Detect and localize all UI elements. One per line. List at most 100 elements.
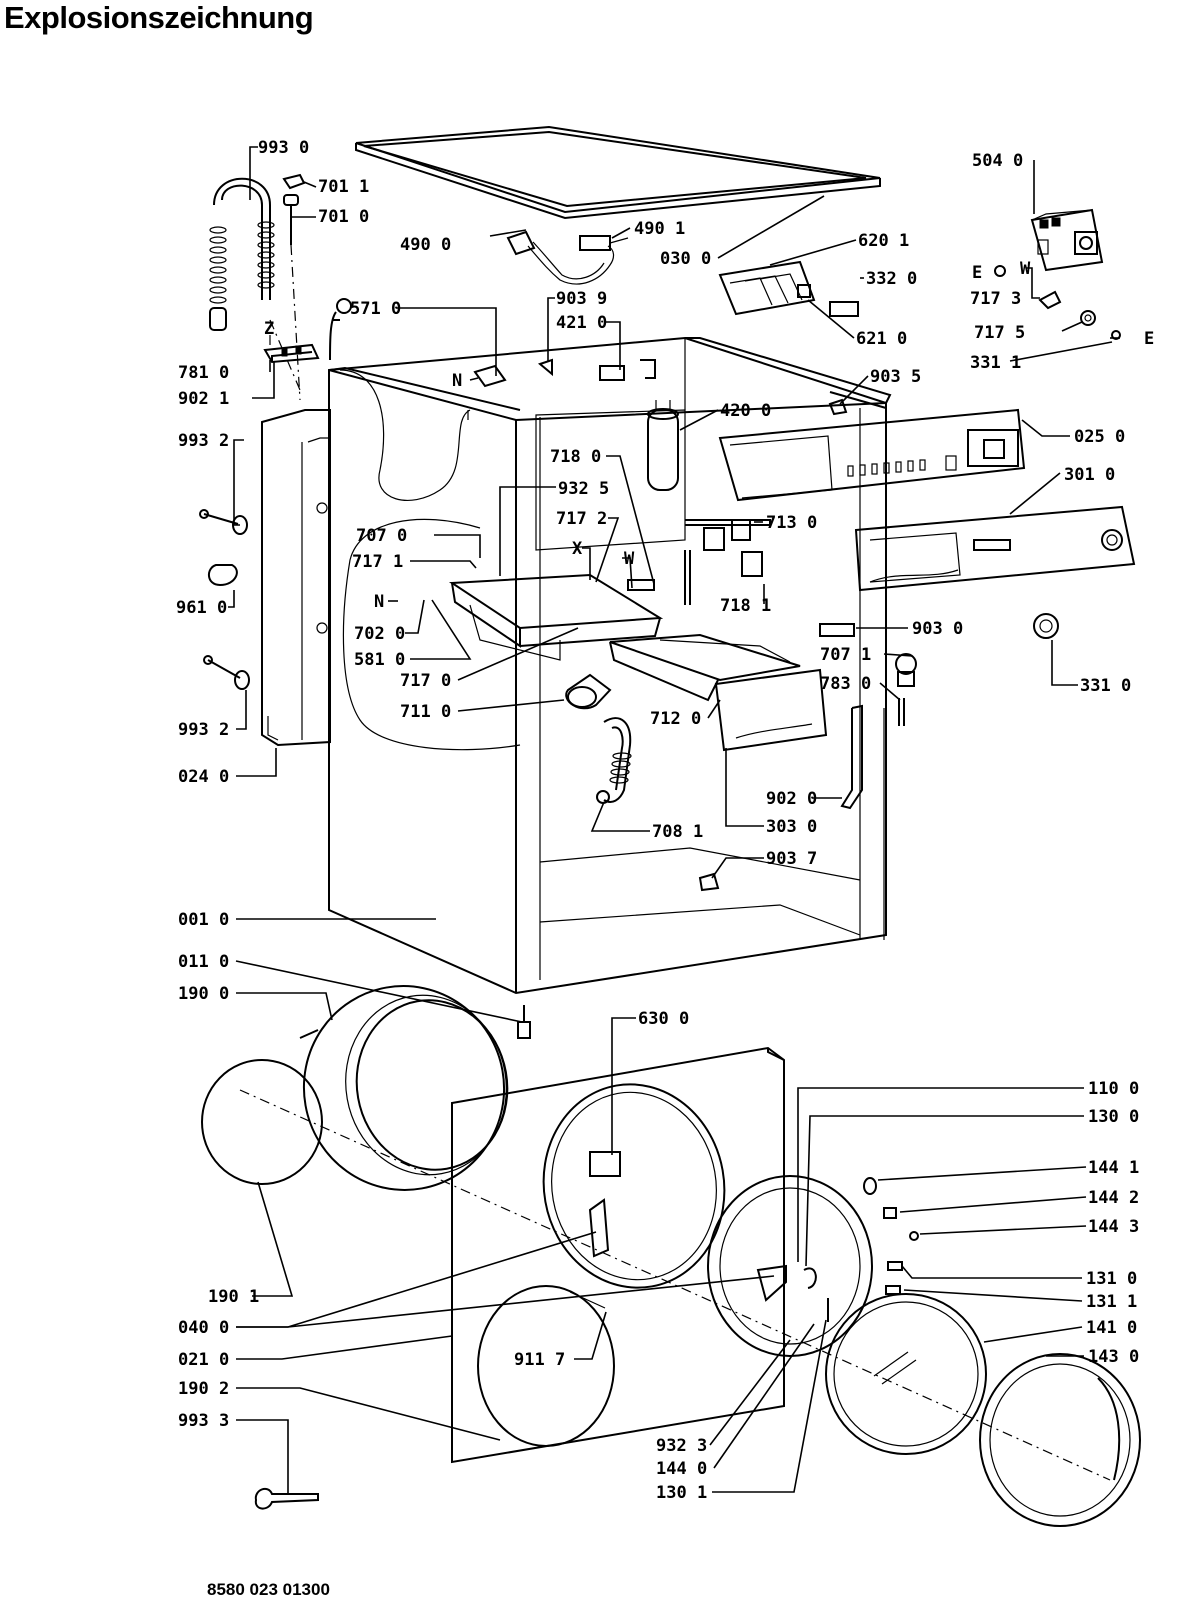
label-190-2: 190 2 xyxy=(178,1379,229,1399)
label-932-3: 932 3 xyxy=(656,1436,707,1456)
door-glass-part xyxy=(825,1293,1141,1527)
label-571-0: 571 0 xyxy=(350,299,401,319)
detergent-drawer-part xyxy=(609,633,828,752)
front-panel-part xyxy=(451,1046,785,1464)
label-903-9: 903 9 xyxy=(556,289,607,309)
label-717-3: 717 3 xyxy=(970,289,1021,309)
label-702-0: 702 0 xyxy=(354,624,405,644)
label-707-1: 581 0 xyxy=(354,650,405,670)
label-932-5: 932 5 xyxy=(558,479,609,499)
label-490-0: 490 0 xyxy=(400,235,451,255)
label-581-0: 707 1 xyxy=(820,645,871,665)
label-490-1: 490 1 xyxy=(634,219,685,239)
front-fascia-part xyxy=(854,505,1136,592)
label-993-0-top: 993 0 xyxy=(258,138,309,158)
label-130-1: 130 1 xyxy=(656,1483,707,1503)
bracket-part xyxy=(263,335,320,364)
clip-903-7 xyxy=(698,872,720,892)
label-902-1: 902 1 xyxy=(178,389,229,409)
label-w-top: W xyxy=(1020,259,1031,279)
programmer-part xyxy=(1030,208,1104,272)
page-title: Explosionszeichnung xyxy=(4,0,314,35)
label-011-0: 011 0 xyxy=(178,952,229,972)
label-993-2-lower: 993 2 xyxy=(178,720,229,740)
label-144-1: 144 1 xyxy=(1088,1158,1139,1178)
label-190-0: 190 0 xyxy=(178,984,229,1004)
strip-part xyxy=(840,704,885,940)
label-040-0: 040 0 xyxy=(178,1318,229,1338)
label-903-7: 903 7 xyxy=(766,849,817,869)
label-911-7: 911 7 xyxy=(514,1350,565,1370)
terminal-block-part xyxy=(718,260,816,316)
label-n-lower: N xyxy=(374,592,384,612)
drain-hose-part xyxy=(596,717,632,804)
cabinet-body-part xyxy=(328,336,892,995)
label-144-3: 144 3 xyxy=(1088,1217,1139,1237)
label-332-0: 332 0 xyxy=(866,269,917,289)
label-190-1: 190 1 xyxy=(208,1287,259,1307)
label-n-upper: N xyxy=(452,371,462,391)
label-x: X xyxy=(572,539,583,559)
label-711-0: 711 0 xyxy=(400,702,451,722)
label-717-2: 717 2 xyxy=(556,509,607,529)
label-993-3: 993 3 xyxy=(178,1411,229,1431)
label-030-0: 030 0 xyxy=(660,249,711,269)
knob-part xyxy=(1033,613,1059,639)
part-labels: 993 0 701 1 701 0 490 0 490 1 030 0 620 … xyxy=(176,138,1154,1503)
label-331-0: 331 0 xyxy=(1080,676,1131,696)
label-903-5: 903 5 xyxy=(870,367,921,387)
label-130-0: 130 0 xyxy=(1088,1107,1139,1127)
label-903-0: 903 0 xyxy=(912,619,963,639)
cable-571-part xyxy=(329,298,352,361)
label-420-0: 420 0 xyxy=(720,401,771,421)
label-303-0: 303 0 xyxy=(766,817,817,837)
label-961-0: 961 0 xyxy=(176,598,227,618)
clips-back xyxy=(473,358,656,388)
document-number: 8580 023 01300 xyxy=(207,1580,330,1599)
top-cover-part xyxy=(355,125,881,220)
label-718-1: 718 1 xyxy=(720,596,771,616)
label-781-0: 781 0 xyxy=(178,363,229,383)
label-717-1: 717 1 xyxy=(352,552,403,572)
label-621-0: 621 0 xyxy=(856,329,907,349)
label-993-2-upper: 993 2 xyxy=(178,431,229,451)
label-701-1: 701 1 xyxy=(318,177,369,197)
label-131-1: 131 1 xyxy=(1086,1292,1137,1312)
label-717-5: 717 5 xyxy=(974,323,1025,343)
label-630-0: 630 0 xyxy=(638,1009,689,1029)
foot-011-part xyxy=(517,1005,531,1039)
side-panel-part xyxy=(261,409,331,747)
label-717-0: 717 0 xyxy=(400,671,451,691)
small-block-part xyxy=(829,301,859,317)
label-718-0: 718 0 xyxy=(550,447,601,467)
screws-993-2 xyxy=(199,509,250,690)
label-024-0: 024 0 xyxy=(178,767,229,787)
door-frame-part xyxy=(707,1175,873,1357)
label-144-2: 144 2 xyxy=(1088,1188,1139,1208)
label-021-0: 021 0 xyxy=(178,1350,229,1370)
capacitor-part xyxy=(647,400,679,491)
label-144-0: 144 0 xyxy=(656,1459,707,1479)
label-025-0: 025 0 xyxy=(1074,427,1125,447)
wrench-tool-part xyxy=(254,1487,319,1510)
feet-part xyxy=(282,173,306,401)
label-131-0: 131 0 xyxy=(1086,1269,1137,1289)
bellows-part xyxy=(201,985,509,1191)
label-712-0: 712 0 xyxy=(650,709,701,729)
small-parts-right xyxy=(994,265,1121,340)
label-141-0: 141 0 xyxy=(1086,1318,1137,1338)
label-783-0: 783 0 xyxy=(820,674,871,694)
label-w-mid: W xyxy=(624,549,635,569)
label-301-0: 301 0 xyxy=(1064,465,1115,485)
label-e-left: E xyxy=(972,263,982,283)
label-713-0: 713 0 xyxy=(766,513,817,533)
label-421-0: 421 0 xyxy=(556,313,607,333)
label-708-1: 708 1 xyxy=(652,822,703,842)
hose-part xyxy=(209,177,275,331)
leader-lines xyxy=(228,146,1120,1494)
dispenser-housing-part xyxy=(448,573,664,710)
label-701-0: 701 0 xyxy=(318,207,369,227)
label-143-0: 143 0 xyxy=(1088,1347,1139,1367)
switch-parts xyxy=(627,519,771,605)
